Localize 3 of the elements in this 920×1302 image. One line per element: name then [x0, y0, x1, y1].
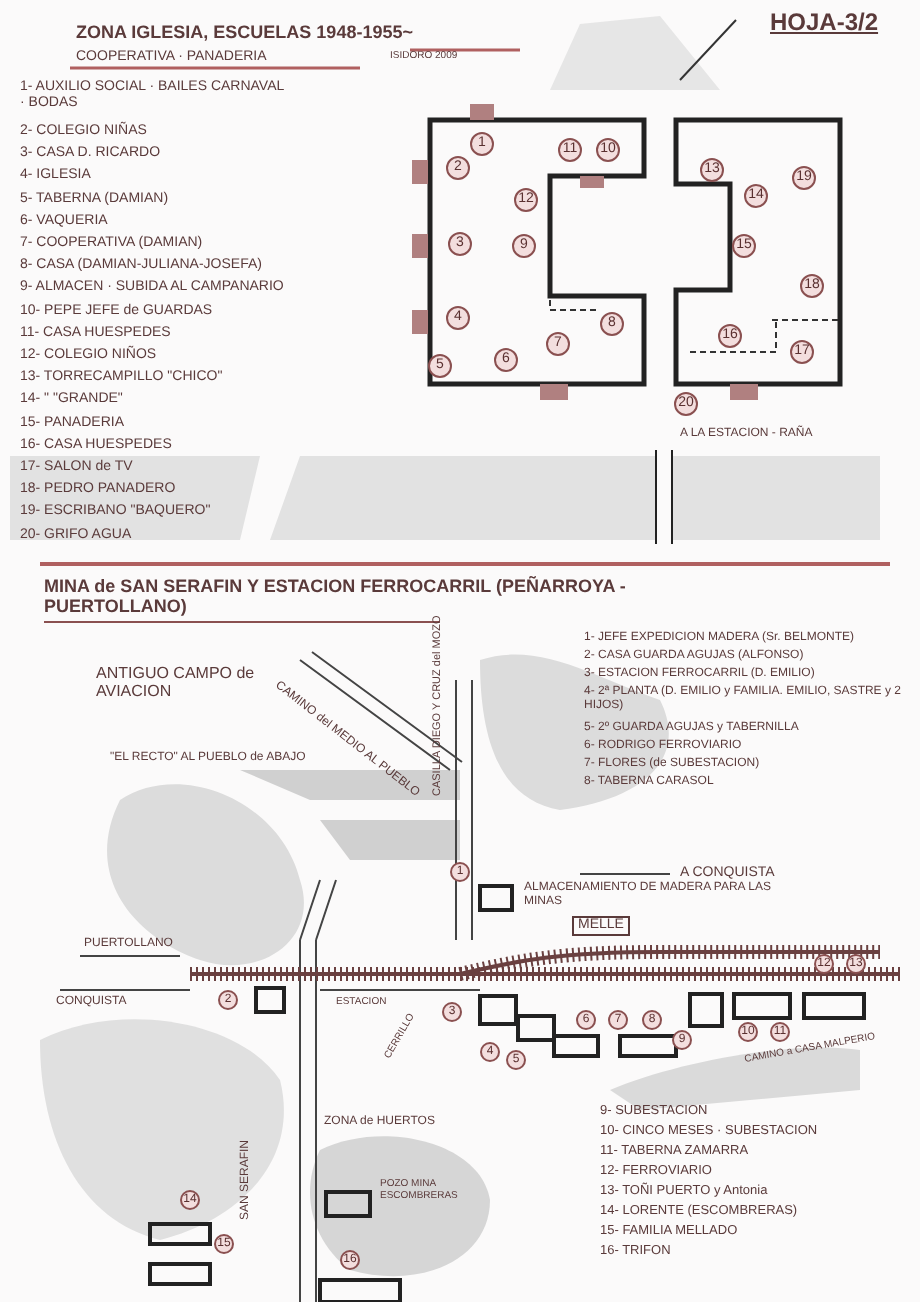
- sheet-number: HOJA-3/2: [770, 10, 879, 38]
- heading: ZONA IGLESIA, ESCUELAS 1948-1955~: [76, 22, 413, 43]
- heading: MINA de SAN SERAFIN Y ESTACION FERROCARRIL (PEÑARROYA - PUERTOLLANO): [44, 576, 628, 617]
